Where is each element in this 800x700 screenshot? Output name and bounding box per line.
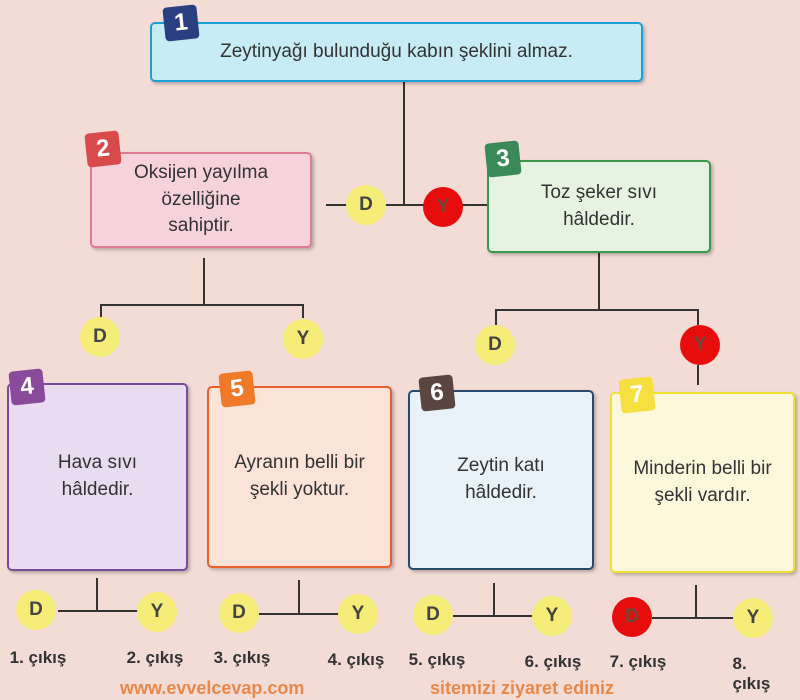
watermark-url: www.evvelcevap.com — [120, 678, 305, 698]
answer-y-selected[interactable]: Y — [680, 325, 720, 365]
node-4-badge: 4 — [8, 368, 46, 406]
node-7: Minderin belli bir şekli vardır. — [610, 392, 795, 573]
exit-4: 4. çıkış — [327, 650, 385, 669]
connector — [697, 365, 699, 385]
connector — [652, 617, 734, 619]
answer-y[interactable]: Y — [733, 598, 773, 638]
node-1: Zeytinyağı bulunduğu kabın şeklini almaz… — [150, 22, 643, 82]
node-1-badge: 1 — [162, 4, 200, 42]
node-4: Hava sıvı hâldedir. — [7, 383, 188, 571]
answer-d[interactable]: D — [16, 590, 56, 630]
connector — [100, 304, 304, 306]
connector — [697, 309, 699, 325]
answer-y[interactable]: Y — [137, 592, 177, 632]
node-2-badge: 2 — [84, 130, 122, 168]
node-text: Toz şeker sıvı hâldedir. — [540, 181, 658, 230]
connector — [695, 585, 697, 617]
node-5: Ayranın belli bir şekli yoktur. — [207, 386, 392, 568]
watermark-slogan: sitemizi ziyaret ediniz — [430, 678, 615, 698]
node-text: Zeytin katı hâldedir. — [457, 455, 545, 503]
answer-y-selected[interactable]: Y — [423, 187, 463, 227]
node-3-badge: 3 — [484, 140, 522, 178]
answer-d-selected[interactable]: D — [612, 597, 652, 637]
answer-y[interactable]: Y — [338, 594, 378, 634]
node-3: Toz şeker sıvı hâldedir. — [487, 160, 711, 253]
exit-1: 1. çıkış — [9, 648, 67, 667]
node-6-badge: 6 — [418, 374, 456, 412]
connector — [203, 258, 205, 305]
connector — [100, 304, 102, 318]
connector — [326, 204, 488, 206]
answer-d[interactable]: D — [475, 325, 515, 365]
connector — [495, 309, 699, 311]
exit-3: 3. çıkış — [213, 648, 271, 667]
connector — [453, 615, 533, 617]
exit-8: 8. çıkış — [732, 654, 771, 693]
connector — [493, 583, 495, 615]
connector — [259, 613, 339, 615]
answer-d[interactable]: D — [413, 595, 453, 635]
node-text: Oksijen yayılma özelliğine sahiptir. — [133, 162, 269, 237]
connector — [96, 578, 98, 610]
answer-d[interactable]: D — [219, 593, 259, 633]
node-text: Minderin belli bir şekli vardır. — [633, 457, 772, 506]
node-7-badge: 7 — [618, 376, 656, 414]
node-text: Hava sıvı hâldedir. — [57, 452, 138, 500]
node-text: Zeytinyağı bulunduğu kabın şeklini almaz… — [220, 40, 573, 62]
node-text: Ayranın belli bir şekli yoktur. — [234, 452, 365, 500]
answer-d-selected[interactable]: D — [80, 317, 120, 357]
node-6: Zeytin katı hâldedir. — [408, 390, 594, 570]
connector — [302, 304, 304, 318]
connector — [58, 610, 138, 612]
connector — [495, 309, 497, 325]
connector — [598, 253, 600, 310]
exit-6: 6. çıkış — [524, 652, 582, 671]
answer-y[interactable]: Y — [283, 319, 323, 359]
exit-5: 5. çıkış — [408, 650, 466, 669]
exit-7: 7. çıkış — [609, 652, 667, 671]
connector — [298, 580, 300, 613]
exit-2: 2. çıkış — [126, 648, 184, 667]
answer-d[interactable]: D — [346, 185, 386, 225]
node-5-badge: 5 — [218, 370, 256, 408]
node-2: Oksijen yayılma özelliğine sahiptir. — [90, 152, 312, 248]
connector — [403, 82, 405, 205]
answer-y[interactable]: Y — [532, 596, 572, 636]
